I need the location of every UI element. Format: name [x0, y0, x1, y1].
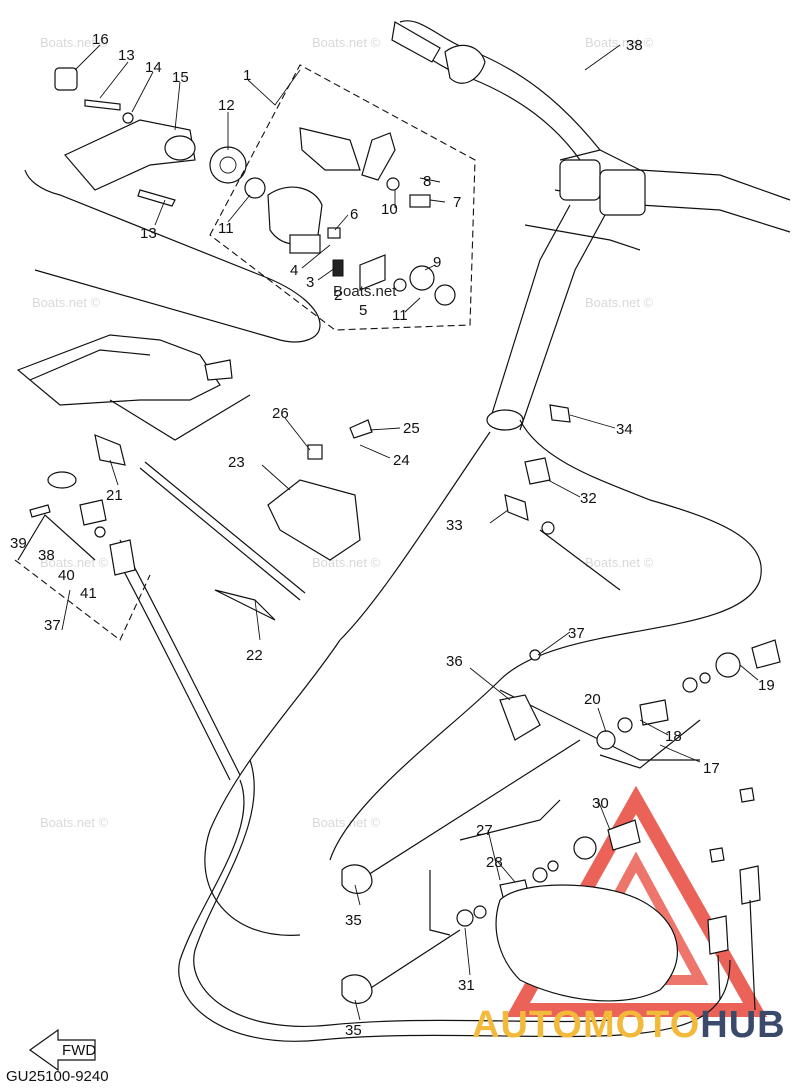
cable-end-parts	[504, 404, 571, 535]
watermark-text: Boats.net ©	[312, 815, 381, 830]
fwd-label: FWD	[62, 1042, 96, 1059]
lower-grip	[16, 334, 251, 441]
callout-41: 39	[10, 535, 27, 552]
callout-37: 37	[568, 625, 585, 642]
callout-32: 32	[580, 490, 597, 507]
callout-34: 34	[616, 421, 633, 438]
callout-42: 40	[58, 567, 75, 584]
callout-40: 38	[38, 547, 55, 564]
callout-5: 5	[359, 302, 367, 319]
watermark-text: Boats.net ©	[40, 35, 109, 50]
callout-22: 21	[106, 487, 123, 504]
watermark-text: Boats.net ©	[40, 555, 109, 570]
callout-3: 3	[306, 274, 314, 291]
choke-knob-assembly	[14, 471, 241, 781]
throttle-body-linkage	[499, 639, 781, 769]
callout-1: 1	[243, 67, 251, 84]
callout-10: 10	[381, 201, 398, 218]
callout-28: 27	[476, 822, 493, 839]
callout-4: 4	[290, 262, 298, 279]
callout-27: 26	[272, 405, 289, 422]
callout-14: 13	[118, 47, 135, 64]
callout-7: 7	[453, 194, 461, 211]
watermark-text: Boats.net ©	[32, 295, 101, 310]
throttle-lever	[54, 67, 247, 207]
callout-6: 6	[350, 206, 358, 223]
callout-17: 16	[92, 31, 109, 48]
callout-23: 22	[246, 647, 263, 664]
callout-2: 2	[334, 287, 342, 304]
watermarks: Boats.net © Boats.net © Boats.net © Boat…	[32, 35, 654, 830]
throttle-cable	[94, 419, 373, 621]
brand-logo-text: AUTOMOTOHUB	[472, 1004, 786, 1047]
watermark-text: Boats.net ©	[585, 295, 654, 310]
callout-21: 20	[584, 691, 601, 708]
callout-35b: 35	[345, 1022, 362, 1039]
callout-25: 24	[393, 452, 410, 469]
watermark-text: Boats.net ©	[312, 35, 381, 50]
callout-26: 25	[403, 420, 420, 437]
callout-13: 13	[140, 225, 157, 242]
leader-lines	[61, 44, 759, 1021]
diagram-code: GU25100-9240	[6, 1068, 109, 1085]
callout-24: 23	[228, 454, 245, 471]
callout-16: 15	[172, 69, 189, 86]
handlebar	[339, 20, 791, 641]
callout-33: 33	[446, 517, 463, 534]
callout-39: 37	[44, 617, 61, 634]
callout-30: 30	[592, 795, 609, 812]
callout-11: 11	[218, 220, 234, 237]
callout-38: 38	[626, 37, 643, 54]
forward-direction-arrow: FWD	[28, 1028, 96, 1072]
watermark-text: Boats.net ©	[585, 555, 654, 570]
callout-11b: 11	[392, 307, 408, 324]
control-cables	[178, 419, 762, 1042]
carburetor-linkage	[341, 787, 761, 1011]
callout-labels: 16 13 14 15 1 12 13 11 8 7 10 6 4 3 2 9 …	[10, 31, 775, 1039]
callout-19: 18	[665, 728, 682, 745]
callout-9: 9	[433, 254, 441, 271]
watermark-text: Boats.net ©	[585, 35, 654, 50]
switch-housing-assembly	[209, 64, 476, 331]
brand-part2: HUB	[700, 1004, 786, 1046]
callout-29: 28	[486, 854, 503, 871]
callout-35: 35	[345, 912, 362, 929]
callout-20: 19	[758, 677, 775, 694]
brand-part1: AUTOMOTO	[472, 1004, 701, 1046]
watermark-text: Boats.net ©	[312, 555, 381, 570]
callout-31: 31	[458, 977, 475, 994]
callout-15: 14	[145, 59, 162, 76]
callout-18: 17	[703, 760, 720, 777]
watermark-inline: Boats.net	[333, 283, 397, 300]
callout-43: 41	[80, 585, 97, 602]
callout-36: 36	[446, 653, 463, 670]
callout-12: 12	[218, 97, 235, 114]
watermark-text: Boats.net ©	[40, 815, 109, 830]
callout-8: 8	[423, 173, 431, 190]
